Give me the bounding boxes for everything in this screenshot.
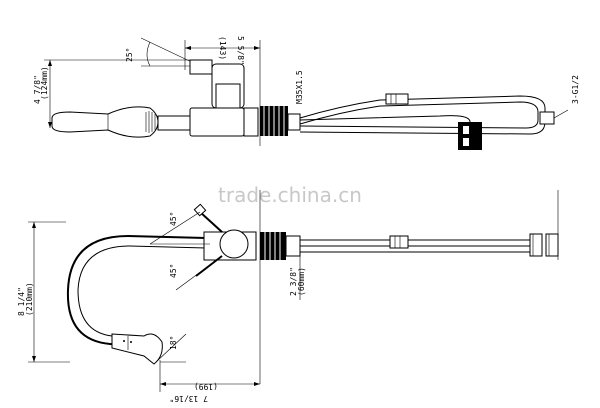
spray-head-top: [51, 106, 159, 138]
top-width-dim-metric: (143): [218, 36, 227, 60]
arrow: [32, 356, 36, 362]
hose-weight-top: [458, 122, 482, 150]
spray-angle-label: 18°: [169, 336, 178, 350]
angle-guide: [149, 211, 201, 245]
hose-fitting-top: [385, 93, 409, 105]
top-height-dim-metric: (124mm): [40, 66, 49, 100]
gooseneck-inner: [77, 245, 207, 339]
spout-tube-top: [157, 115, 193, 131]
top-angle-label: 25°: [125, 48, 134, 62]
inlet-leader: [553, 109, 569, 119]
watermark-text: trade.china.cn: [218, 183, 362, 207]
spray-angle-line: [155, 333, 187, 363]
front-angle-bottom-label: 45°: [169, 264, 178, 278]
handle-lever-top: [189, 59, 213, 75]
front-height-dim-label: 8 1/4": [17, 287, 26, 316]
weight-slot: [463, 126, 469, 134]
front-angle-top-label: 45°: [169, 212, 178, 226]
thread-block-top: [260, 106, 288, 136]
hose-fitting-front: [389, 235, 409, 249]
spray-head-front: [111, 333, 163, 365]
top-width-dim-label: 5 5/8": [236, 36, 245, 65]
base-dim-metric: (60mm): [297, 267, 306, 296]
reach-dim-label: 7 13/16": [169, 394, 208, 403]
top-view: M35X1.5 3-G1/2: [44, 37, 580, 150]
top-height-dim-label: 4 7/8": [33, 75, 42, 104]
handle-neck: [215, 83, 241, 109]
handle-hub-front: [219, 229, 249, 259]
hose-outer-top: [299, 95, 546, 135]
angle-guide: [175, 255, 223, 291]
front-view: [28, 190, 559, 392]
arrow: [48, 60, 52, 66]
shank-front: [285, 235, 301, 257]
arrow: [254, 46, 260, 50]
hose-mid-top: [299, 115, 471, 123]
thread-block-front: [260, 232, 286, 260]
spray-button-dots: [123, 340, 132, 343]
handle-tip-up: [193, 203, 207, 217]
reach-dim-metric: (199): [194, 382, 218, 391]
spray-nozzle-grille: [145, 111, 156, 133]
front-height-dim-metric: (210mm): [25, 282, 34, 316]
angle-arc: [146, 41, 151, 67]
arrow: [48, 122, 52, 128]
mount-collar: [243, 107, 259, 137]
shank-top: [287, 113, 301, 131]
arrow: [254, 382, 260, 386]
arrow: [160, 382, 166, 386]
weight-slot: [463, 138, 469, 146]
handle-lever-up: [199, 211, 223, 233]
thread-spec-label: M35X1.5: [295, 70, 304, 104]
faucet-body-top: [189, 107, 245, 137]
arrow: [185, 46, 191, 50]
inlet-fitting-top: [539, 111, 555, 125]
inlet-connector-2: [545, 233, 559, 257]
gooseneck-outer: [66, 234, 207, 347]
hose-inner-top: [299, 101, 539, 129]
inlet-spec-label: 3-G1/2: [571, 75, 580, 104]
base-dim-label: 2 3/8": [289, 267, 298, 296]
inlet-connector-1: [529, 233, 543, 257]
arrow: [32, 222, 36, 228]
